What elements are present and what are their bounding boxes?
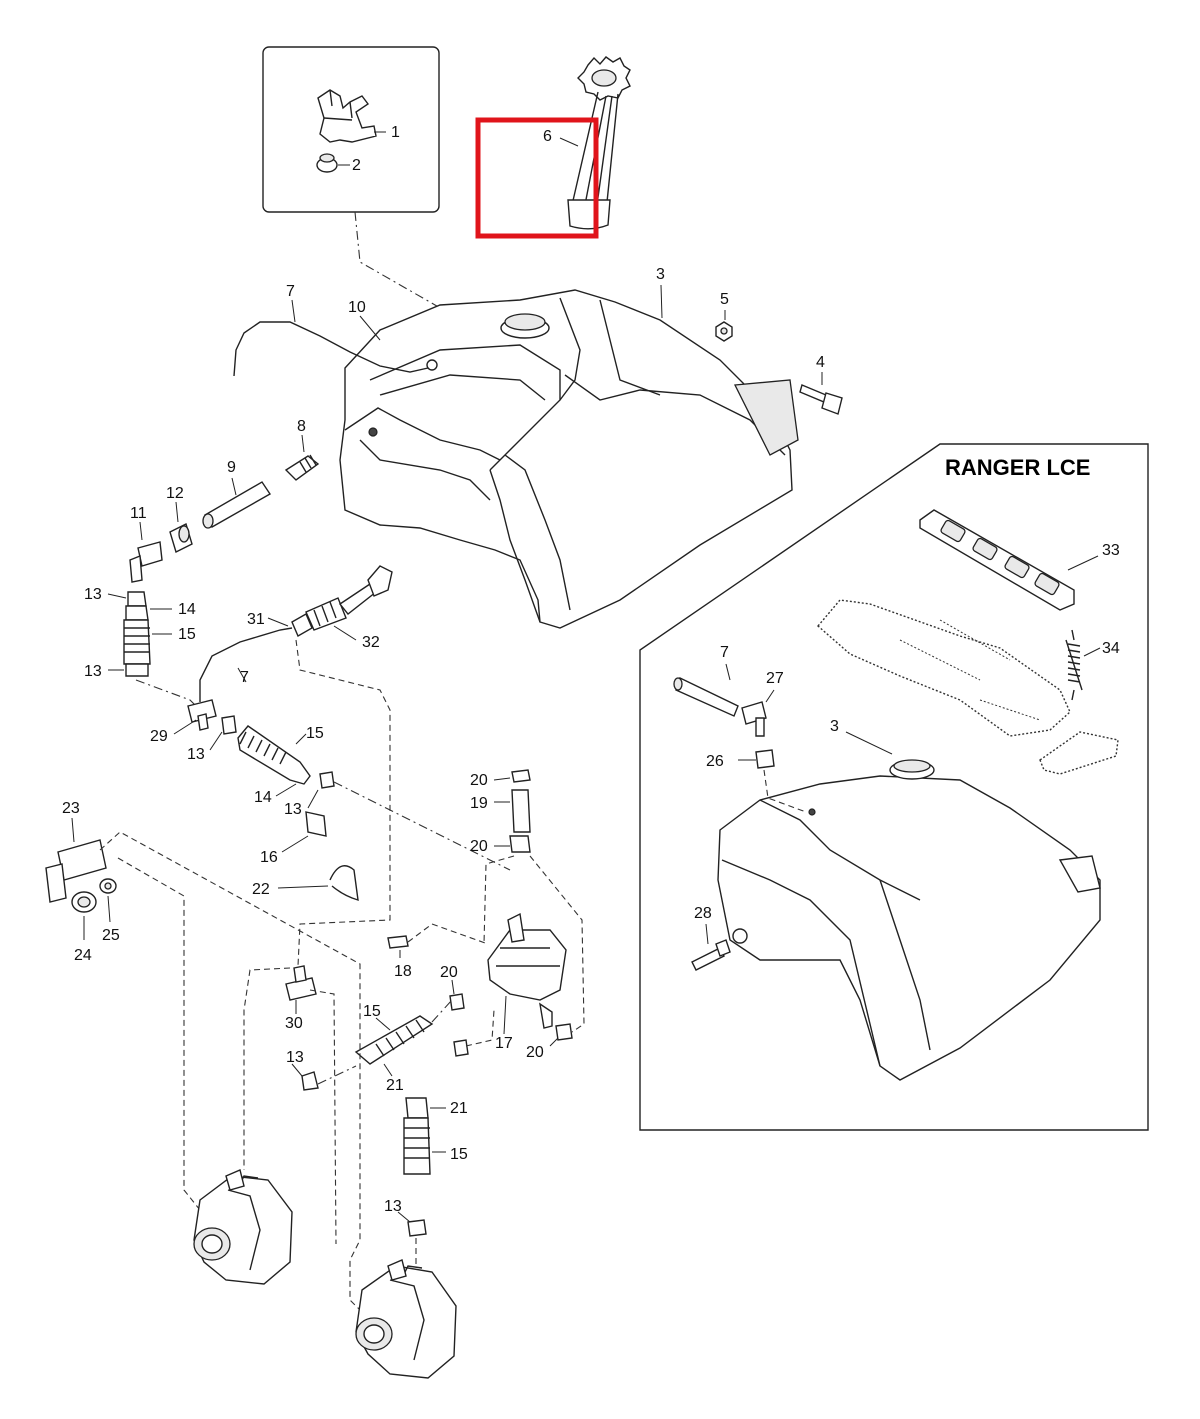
label-15: 15 (450, 1146, 468, 1163)
fitting-part-8 (284, 434, 320, 481)
hose-stack-left (107, 591, 201, 711)
label-19: 19 (470, 795, 488, 812)
mounting-plate-part-33 (919, 509, 1099, 611)
label-14: 14 (178, 601, 196, 618)
inset-label-3: 3 (830, 718, 839, 735)
inset-label-26: 26 (706, 753, 724, 770)
hose-mid-part-15 (209, 715, 511, 871)
part-labels: 1 2 6 3 5 4 7 10 8 9 12 11 13 14 15 13 3… (62, 124, 1120, 1215)
t-fitting-part-30 (285, 965, 317, 1014)
bracket-dotted (817, 599, 1119, 775)
inset-label-7: 7 (720, 644, 729, 661)
hose-part-19 (493, 769, 531, 853)
fuel-pump-part-17 (487, 912, 567, 1035)
label-18: 18 (394, 963, 412, 980)
label-21: 21 (450, 1100, 468, 1117)
label-5: 5 (720, 291, 729, 308)
inset-bolt-part-28 (691, 923, 731, 971)
label-20: 20 (440, 964, 458, 981)
vent-hose-part-7 (233, 299, 438, 377)
label-13: 13 (84, 586, 102, 603)
label-3: 3 (656, 266, 665, 283)
primer-valve-part-23 (45, 817, 107, 903)
label-2: 2 (352, 157, 361, 174)
inset-label-27: 27 (766, 670, 784, 687)
hose-vertical-part-21 (397, 1097, 446, 1237)
label-10: 10 (348, 299, 366, 316)
label-13: 13 (286, 1049, 304, 1066)
label-13: 13 (384, 1198, 402, 1215)
label-16: 16 (260, 849, 278, 866)
bolt-part-18 (387, 935, 409, 958)
label-20: 20 (470, 772, 488, 789)
clip-part-16 (281, 811, 327, 853)
label-13: 13 (284, 801, 302, 818)
label-13: 13 (187, 746, 205, 763)
label-4: 4 (816, 354, 825, 371)
clamp-part-22 (277, 865, 359, 901)
label-31: 31 (247, 611, 265, 628)
inset-tank-part-3 (717, 731, 1101, 1081)
label-12: 12 (166, 485, 184, 502)
bolt-part-4 (799, 372, 843, 415)
part-6-highlight-box (475, 117, 599, 239)
label-13: 13 (84, 663, 102, 680)
detail-box-bracket (262, 46, 481, 371)
inset-grommet-part-26 (738, 749, 807, 813)
carburetor-upper (193, 1169, 293, 1285)
ranger-lce-inset (639, 443, 1149, 1131)
fuel-gauge-part-6 (559, 56, 631, 230)
hose-lower-part-15 (291, 999, 453, 1091)
label-30: 30 (285, 1015, 303, 1032)
label-1: 1 (391, 124, 400, 141)
label-15: 15 (363, 1003, 381, 1020)
inset-hose-part-7 (673, 663, 739, 717)
label-23: 23 (62, 800, 80, 817)
label-29: 29 (150, 728, 168, 745)
bracket-part-1 (317, 89, 377, 143)
nut-part-5 (715, 310, 733, 342)
label-32: 32 (362, 634, 380, 651)
grommet-part-12 (169, 501, 193, 553)
inset-label-28: 28 (694, 905, 712, 922)
valve-part-11 (129, 521, 163, 583)
label-11: 11 (130, 505, 147, 522)
inset-label-33: 33 (1102, 542, 1120, 559)
fuel-tank-part-3 (339, 284, 799, 629)
primer-part-32 (267, 565, 393, 641)
inset-label-34: 34 (1102, 640, 1120, 657)
hose-routing-lines (99, 639, 585, 1321)
variant-title: RANGER LCE (945, 455, 1090, 480)
label-20: 20 (526, 1044, 544, 1061)
label-20: 20 (470, 838, 488, 855)
spring-part-34 (1065, 629, 1101, 701)
carburetor-lower (355, 1259, 457, 1379)
label-15: 15 (178, 626, 196, 643)
label-22: 22 (252, 881, 270, 898)
label-14: 14 (254, 789, 272, 806)
grommet-part-2 (316, 153, 338, 173)
label-17: 17 (495, 1035, 513, 1052)
label-8: 8 (297, 418, 306, 435)
clamp-part-20 (449, 979, 573, 1057)
inset-fitting-part-27 (741, 689, 775, 737)
hose-part-9 (202, 477, 271, 529)
label-9: 9 (227, 459, 236, 476)
washer-part-25 (99, 878, 117, 923)
label-7: 7 (286, 283, 295, 300)
t-fitting-part-29 (173, 627, 293, 735)
label-6: 6 (543, 128, 552, 145)
label-25: 25 (102, 927, 120, 944)
label-21: 21 (386, 1077, 404, 1094)
label-24: 24 (74, 947, 92, 964)
nut-part-24 (71, 891, 97, 940)
label-7: 7 (240, 669, 249, 686)
label-15: 15 (306, 725, 324, 742)
